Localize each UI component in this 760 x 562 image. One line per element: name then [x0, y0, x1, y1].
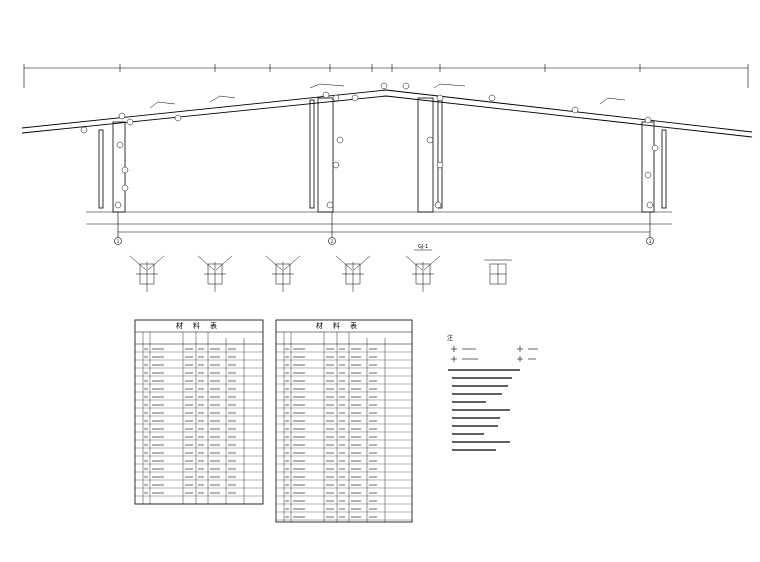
axis-marker-3: 3: [649, 239, 652, 244]
joint-detail-1: [129, 255, 165, 292]
joint-detail-4: [335, 255, 371, 292]
joint-details: [129, 255, 512, 292]
callout-circles: [80, 82, 659, 209]
notes-title: 注: [447, 334, 453, 342]
ground-lines: [86, 211, 672, 240]
axis-marker-2: 2: [331, 239, 334, 244]
section-label: GJ-1: [418, 244, 428, 250]
roof-rafters: [21, 89, 753, 138]
joint-detail-3: [265, 255, 301, 292]
material-table-1-title: 材料表: [176, 321, 227, 330]
rafter-tags: [149, 83, 626, 109]
notes-block: [448, 346, 538, 451]
material-table-2-title: 材料表: [316, 321, 367, 330]
columns: [98, 97, 667, 213]
joint-detail-2: [197, 255, 233, 292]
axis-marker-1: 1: [117, 239, 120, 244]
top-dimension-line: [23, 64, 749, 88]
material-table-2: [275, 319, 413, 523]
material-table-1: [134, 319, 264, 505]
joint-detail-5: [405, 255, 441, 292]
axis-markers: 1 2 3: [114, 237, 654, 245]
joint-detail-6: [484, 259, 512, 285]
